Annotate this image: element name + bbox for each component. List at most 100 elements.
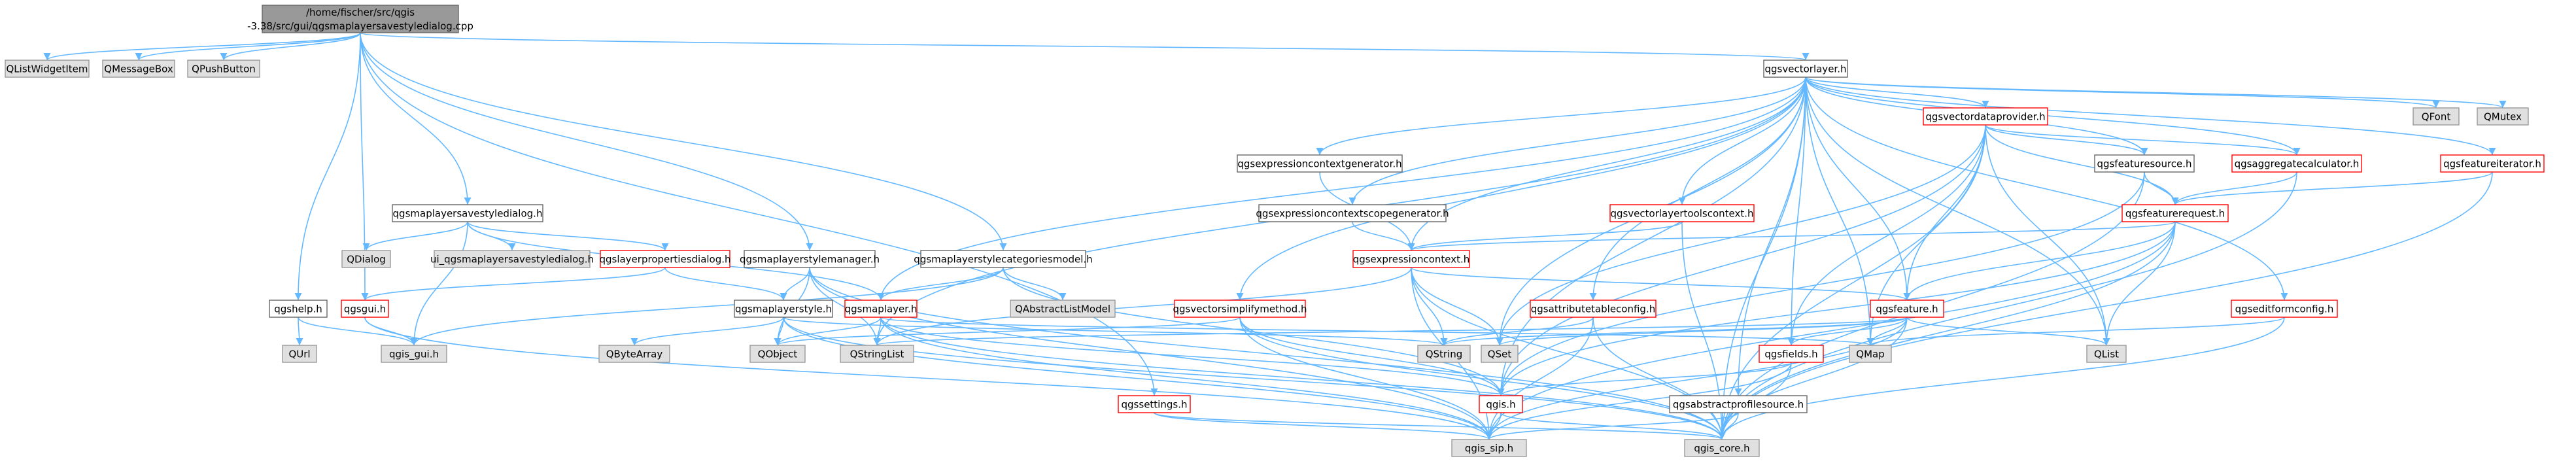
node-box xyxy=(1417,345,1471,363)
edge-qgsvectorsimplifymethod-to-qgis_core xyxy=(1239,317,1726,440)
nodes-layer: /home/fischer/src/qgis-3.38/src/gui/qgsm… xyxy=(5,5,2545,457)
edge-line xyxy=(1003,267,1067,301)
edge-qgsmaplayerstyle-to-qgis_sip xyxy=(783,317,1493,440)
edge-line xyxy=(783,317,1493,440)
edge-line xyxy=(1903,124,1986,301)
node-qgsmaplayersavestyledialog[interactable]: qgsmaplayersavestyledialog.h xyxy=(392,204,543,222)
node-label: qgssettings.h xyxy=(1122,399,1188,411)
node-qgsexpressioncontext[interactable]: qgsexpressioncontext.h xyxy=(1352,250,1470,268)
edge-line xyxy=(1239,317,1493,440)
node-label: QStringList xyxy=(850,349,904,360)
node-qgssettings[interactable]: qgssettings.h xyxy=(1118,395,1191,413)
edge-qgsfeaturesource-to-qgsfeaturerequest xyxy=(2144,171,2179,205)
node-box xyxy=(262,5,459,33)
edge-line xyxy=(1805,77,1989,109)
node-box xyxy=(269,300,328,318)
node-qobject: QObject xyxy=(749,345,806,363)
edge-qgsmaplayerstyle-to-qstring xyxy=(783,317,1448,346)
node-box xyxy=(187,60,260,78)
node-qgsexpressioncontextgenerator[interactable]: qgsexpressioncontextgenerator.h xyxy=(1237,154,1403,173)
edge-line xyxy=(220,32,361,61)
edge-qgssettings-to-qgis_sip xyxy=(1154,412,1493,440)
node-qgsmaplayerstylemanager[interactable]: qgsmaplayerstylemanager.h xyxy=(740,250,880,268)
node-qgsgui[interactable]: qgsgui.h xyxy=(341,300,389,318)
edge-qgsfeaturerequest-to-qgis xyxy=(1497,221,2176,396)
node-box xyxy=(1759,345,1824,363)
node-qgsmaplayer[interactable]: qgsmaplayer.h xyxy=(844,300,918,318)
node-label: /home/fischer/src/qgis xyxy=(306,7,415,18)
node-qgsmaplayerstyle[interactable]: qgsmaplayerstyle.h xyxy=(734,300,833,318)
edge-qgsmaplayerstylecategoriesmodel-to-qgsmaplayer xyxy=(877,267,1004,301)
edge-line xyxy=(1787,77,1806,346)
edge-line xyxy=(630,317,784,346)
node-qgseditformconfig[interactable]: qgseditformconfig.h xyxy=(2231,300,2338,318)
node-qgsvectorlayertoolscontext[interactable]: qgsvectorlayertoolscontext.h xyxy=(1609,204,1755,222)
node-qgslayerpropertiesdialog[interactable]: qgslayerpropertiesdialog.h xyxy=(599,250,731,268)
node-qgsfeaturesource[interactable]: qgsfeaturesource.h xyxy=(2094,154,2195,173)
node-label: QAbstractListModel xyxy=(1015,303,1110,315)
node-box xyxy=(2440,154,2545,173)
node-qgis[interactable]: qgis.h xyxy=(1479,395,1523,413)
edge-qgsvectorlayer-to-qgsaggregatecalculator xyxy=(1805,77,2301,156)
node-qgsvectordataprovider[interactable]: qgsvectordataprovider.h xyxy=(1923,107,2048,126)
node-qgsfields[interactable]: qgsfields.h xyxy=(1759,345,1824,363)
node-box xyxy=(2231,154,2362,173)
edge-line xyxy=(360,32,1809,61)
edge-line xyxy=(1236,77,1806,301)
node-label: qgsfields.h xyxy=(1764,349,1817,360)
edge-qgsvectorlayer-to-qgseditformconfig xyxy=(1805,77,2288,301)
edge-qgsexpressioncontextscopegenerator-to-qgsexpressioncontext xyxy=(1352,221,1415,251)
node-qgsfeature[interactable]: qgsfeature.h xyxy=(1870,300,1944,318)
edge-qgsgui-to-qgis_gui xyxy=(364,317,418,346)
edge-line xyxy=(880,317,1505,396)
node-qgsfeatureiterator[interactable]: qgsfeatureiterator.h xyxy=(2440,154,2545,173)
node-label: qgis_core.h xyxy=(1694,443,1749,455)
edge-qgsvectordataprovider-to-qlist xyxy=(1985,124,2110,346)
node-root[interactable]: /home/fischer/src/qgis-3.38/src/gui/qgsm… xyxy=(247,5,473,33)
edge-line xyxy=(362,221,468,251)
edge-qgsvectorlayer-to-qgsfeature xyxy=(1805,77,1911,301)
edge-line xyxy=(1485,221,2176,440)
node-qgshelp[interactable]: qgshelp.h xyxy=(269,300,328,318)
edge-line xyxy=(1496,124,1986,346)
edge-qgsvectordataprovider-to-qset xyxy=(1496,124,1986,346)
edge-qgslayerpropertiesdialog-to-qgsmaplayerstyle xyxy=(664,267,787,301)
edge-root-to-qgssettings xyxy=(360,32,1158,396)
node-box xyxy=(1684,439,1760,457)
edge-qgsvectorlayer-to-qgsexpressioncontextgenerator xyxy=(1316,77,1806,156)
node-qgsvectorlayer[interactable]: qgsvectorlayer.h xyxy=(1763,60,1848,78)
node-qgsaggregatecalculator[interactable]: qgsaggregatecalculator.h xyxy=(2231,154,2362,173)
node-label: QMap xyxy=(1856,349,1884,360)
node-qgsmaplayerstylecategoriesmodel[interactable]: qgsmaplayerstylecategoriesmodel.h xyxy=(914,250,1093,268)
edge-qgsexpressioncontext-to-qstringlist xyxy=(873,267,1412,346)
node-qlistwidgetitem: QListWidgetItem xyxy=(5,60,90,78)
node-qgsfeaturerequest[interactable]: qgsfeaturerequest.h xyxy=(2121,204,2229,222)
node-box xyxy=(1763,60,1848,78)
edge-line xyxy=(1805,77,1874,346)
node-label: qgsfeaturesource.h xyxy=(2097,158,2191,170)
edge-qgsfeaturesource-to-qgis xyxy=(1497,171,2145,396)
edge-line xyxy=(783,317,1726,440)
node-label: qgsmaplayer.h xyxy=(845,303,918,315)
node-label: qgsvectorlayertoolscontext.h xyxy=(1610,208,1753,220)
edge-qgssettings-to-qgis_core xyxy=(1154,412,1726,440)
node-box xyxy=(598,345,670,363)
node-qmutex: QMutex xyxy=(2477,107,2529,126)
node-qgsexpressioncontextscopegenerator[interactable]: qgsexpressioncontextscopegenerator.h xyxy=(1256,204,1449,222)
node-qgsabstractprofilesource[interactable]: qgsabstractprofilesource.h xyxy=(1669,395,1808,413)
node-qgis_sip: qgis_sip.h xyxy=(1451,439,1527,457)
edge-line xyxy=(294,32,361,301)
node-label: qgsmaplayerstylemanager.h xyxy=(740,254,880,266)
edge-qgsmaplayerstyle-to-qgis_core xyxy=(783,317,1726,440)
node-qmessagebox: QMessageBox xyxy=(102,60,175,78)
node-box xyxy=(600,250,730,268)
node-label: qgsfeaturerequest.h xyxy=(2125,208,2225,220)
node-box xyxy=(734,300,833,318)
node-box xyxy=(282,345,317,363)
edge-qgsfeaturerequest-to-qgsfeature xyxy=(1903,221,2176,301)
node-qgsattributetableconfig[interactable]: qgsattributetableconfig.h xyxy=(1530,300,1657,318)
node-qgsvectorsimplifymethod[interactable]: qgsvectorsimplifymethod.h xyxy=(1173,300,1307,318)
edge-line xyxy=(360,32,1158,396)
edge-qgsmaplayerstylemanager-to-qgsmaplayerstyle xyxy=(780,267,810,301)
node-box xyxy=(1352,250,1470,268)
